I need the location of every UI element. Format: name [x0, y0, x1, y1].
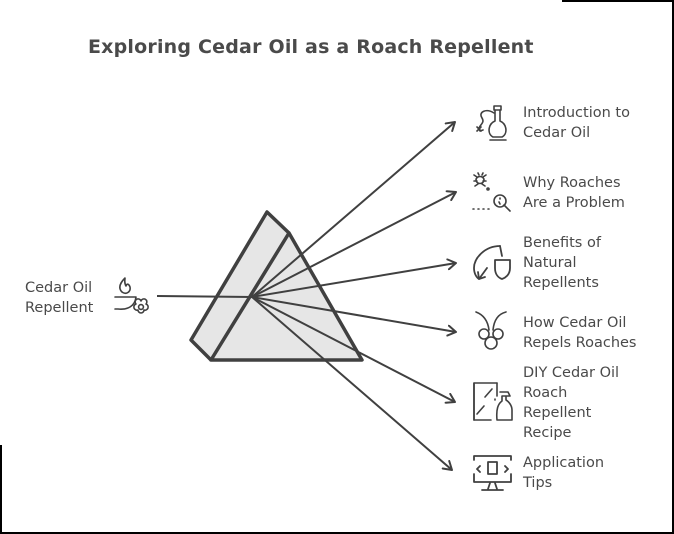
output-item-introduction: Introduction to Cedar Oil — [523, 103, 630, 143]
output-item-application-tips: Application Tips — [523, 453, 604, 493]
incoming-beam — [156, 295, 253, 298]
source-label: Cedar Oil Repellent — [25, 278, 93, 318]
frame-border-left — [0, 445, 2, 534]
leaf-shield-icon — [473, 245, 511, 280]
output-label-line: Tips — [523, 475, 553, 491]
diagram-title: Exploring Cedar Oil as a Roach Repellent — [88, 36, 534, 58]
output-label-line: Repellent — [523, 405, 592, 421]
output-label-line: Introduction to — [523, 105, 630, 121]
output-label-line: How Cedar Oil — [523, 315, 627, 331]
output-label-line: Recipe — [523, 425, 572, 441]
output-label-line: Application — [523, 455, 605, 471]
output-label-line: Benefits of — [523, 235, 601, 251]
output-label-line: Repellents — [523, 275, 599, 291]
output-item-why-roaches: Why Roaches Are a Problem — [523, 173, 625, 213]
output-rays — [251, 121, 457, 471]
spray-bottle-window-icon — [473, 382, 513, 421]
oil-bottle-icon — [476, 105, 507, 141]
frame-border-top — [562, 0, 674, 2]
oil-lamp-flower-icon — [114, 277, 149, 314]
output-item-diy-recipe: DIY Cedar Oil Roach Repellent Recipe — [523, 363, 619, 443]
monitor-code-icon — [473, 455, 512, 491]
bug-magnifier-icon — [472, 172, 511, 212]
output-label-line: Are a Problem — [523, 195, 625, 211]
output-label-line: Repels Roaches — [523, 335, 637, 351]
prism-icon — [189, 210, 364, 362]
output-item-benefits: Benefits of Natural Repellents — [523, 233, 601, 293]
antennae-bug-icon — [475, 311, 507, 350]
output-label-line: Natural — [523, 255, 577, 271]
source-label-line: Repellent — [25, 300, 94, 316]
source-label-line: Cedar Oil — [25, 280, 93, 296]
frame-border-bottom — [0, 532, 674, 534]
output-label-line: DIY Cedar Oil — [523, 365, 620, 381]
frame-border-right — [672, 0, 674, 534]
output-label-line: Roach — [523, 385, 568, 401]
output-label-line: Why Roaches — [523, 175, 621, 191]
output-label-line: Cedar Oil — [523, 125, 591, 141]
output-item-how-repels: How Cedar Oil Repels Roaches — [523, 313, 636, 353]
